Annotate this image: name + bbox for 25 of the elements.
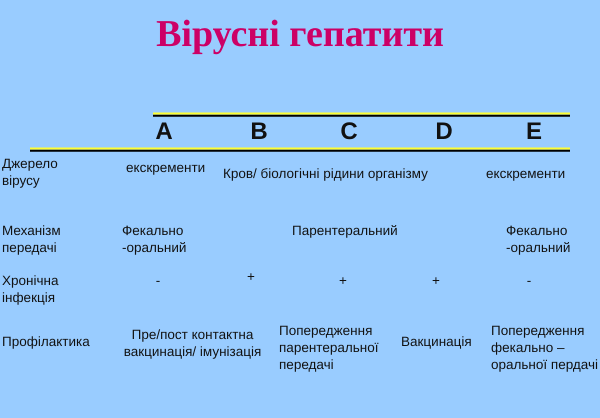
table-cell-text: - — [154, 272, 162, 289]
row-header: Хронічна інфекція — [2, 272, 60, 306]
table-cell-text: Парентеральний — [292, 222, 399, 239]
column-header: E — [524, 118, 543, 146]
table-cell-text: + — [431, 272, 441, 289]
table-cell-text: екскременти — [126, 159, 206, 176]
table-cell: Попередження фекально – оральної пердачі — [491, 322, 599, 373]
table-cell-text: Вакцинація — [401, 333, 473, 350]
row-header: Джерело вірусу — [2, 155, 59, 189]
table-cell-text: Фекально -оральний — [122, 222, 188, 256]
table-cell-text: Попередження парентеральної передачі — [279, 322, 380, 373]
table-cell-text: + — [246, 268, 256, 285]
row-header: Механізм передачі — [2, 222, 62, 256]
table-cell-text: + — [338, 272, 348, 289]
column-header: B — [249, 118, 269, 146]
column-header: C — [339, 118, 359, 146]
column-header: A — [154, 118, 174, 146]
row-header: Профілактика — [2, 333, 91, 350]
table-cell-text: Кров/ біологічні рідини організму — [223, 165, 429, 182]
table-cell-text: екскременти — [486, 165, 566, 182]
table-cell-text: - — [526, 272, 532, 289]
table-cell-text: Пре/пост контактна вакцинація/ імунізація — [122, 326, 262, 360]
title: Вірусні гепатити — [155, 12, 445, 56]
column-header: D — [434, 118, 454, 146]
table-cell-text: Фекально -оральний — [506, 222, 572, 256]
